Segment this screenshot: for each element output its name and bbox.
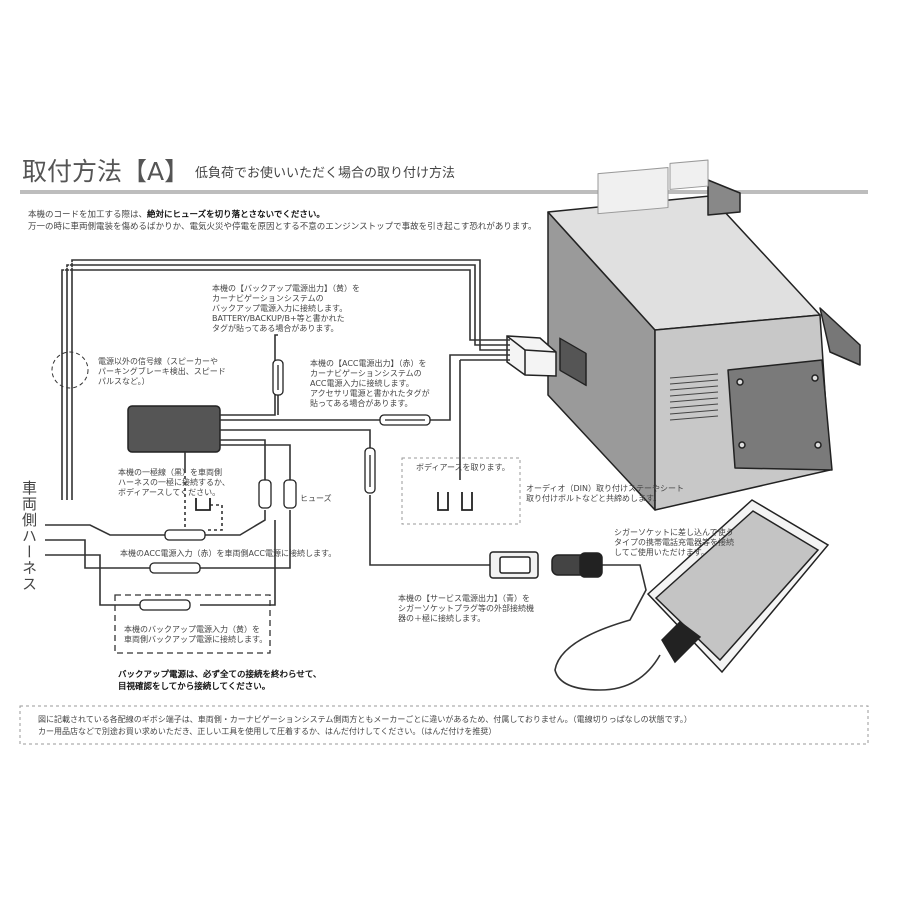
svg-text:してご使用いただけます。: してご使用いただけます。: [614, 547, 709, 557]
ground-note: 本機の一極線（黒）を車両側 ハーネスの一極に接続するか、 ボディアースしてくださ…: [118, 467, 230, 497]
signal-line-marker: [51, 351, 89, 389]
svg-text:車両側バックアップ電源に接続します。: 車両側バックアップ電源に接続します。: [124, 634, 267, 644]
svg-text:アクセサリ電源と書かれたタグが: アクセサリ電源と書かれたタグが: [310, 388, 430, 398]
fuse-label: ヒューズ: [300, 493, 332, 503]
warning-line2: 万一の時に車両側電装を傷めるばかりか、電気火災や停電を原因とする不意のエンジンス…: [28, 221, 537, 232]
svg-text:バックアップ電源入力に接続します。: バックアップ電源入力に接続します。: [212, 303, 347, 313]
cigar-socket-icon: [489, 551, 539, 579]
warning-line1: 本機のコードを加工する際は、絶対にヒューズを切り落とさないでください。: [28, 209, 325, 220]
svg-text:本機のバックアップ電源入力（黄）を: 本機のバックアップ電源入力（黄）を: [124, 624, 260, 634]
svg-text:目視確認をしてから接続してください。: 目視確認をしてから接続してください。: [118, 681, 270, 692]
signal-lines-note: 電源以外の信号線（スピーカーや パーキングブレーキ検出、スピード パルスなど。）: [98, 356, 226, 386]
audio-bolt-note: オーディオ（DIN）取り付けステーやシート 取り付けボルトなどと共締めします。: [526, 483, 684, 503]
backup-warning-note: バックアップ電源は、必ず全ての接続を終わらせて、 目視確認をしてから接続してくだ…: [118, 669, 321, 692]
svg-text:パーキングブレーキ検出、スピード: パーキングブレーキ検出、スピード: [98, 366, 226, 376]
power-module: [127, 405, 221, 453]
svg-text:オーディオ（DIN）取り付けステーやシート: オーディオ（DIN）取り付けステーやシート: [526, 483, 684, 493]
svg-text:器の＋極に接続します。: 器の＋極に接続します。: [398, 613, 485, 623]
service-out-note: 本機の【サービス電源出力】（青）を シガーソケットプラグ等の外部接続機 器の＋極…: [398, 593, 534, 623]
warning-prefix: 本機のコードを加工する際は、: [28, 209, 147, 220]
svg-text:貼ってある場合があります。: 貼ってある場合があります。: [310, 398, 413, 408]
car-navigation-unit-icon: [547, 159, 861, 511]
footer-line2: カー用品店などで別途お買い求めいただき、正しい工具を使用して圧着するか、はんだ付…: [38, 726, 496, 736]
fuse-icon: [258, 479, 297, 509]
smartphone-icon: [646, 499, 830, 674]
footer-line1: 図に記載されている各配線のギボシ端子は、車両側・カーナビゲーションシステム側両方…: [38, 714, 692, 724]
page-title: 取付方法【A】: [22, 157, 189, 186]
backup-in-note: 本機のバックアップ電源入力（黄）を 車両側バックアップ電源に接続します。: [124, 624, 267, 644]
fuse-icon: [379, 414, 431, 426]
body-ground-note: ボディアースを取ります。: [416, 462, 510, 472]
connector-icon: [506, 335, 557, 377]
footer-box: [19, 705, 869, 745]
svg-text:シガーソケットプラグ等の外部接続機: シガーソケットプラグ等の外部接続機: [398, 603, 534, 613]
cigar-plug-icon: [551, 552, 603, 578]
acc-in-note: 本機のACC電源入力（赤）を車両側ACC電源に接続します。: [120, 548, 336, 558]
acc-out-note: 本機の【ACC電源出力】（赤）を カーナビゲーションシステムの ACC電源入力に…: [310, 358, 430, 408]
svg-text:取り付けボルトなどと共締めします。: 取り付けボルトなどと共締めします。: [526, 493, 661, 503]
svg-text:本機の一極線（黒）を車両側: 本機の一極線（黒）を車両側: [118, 467, 222, 477]
svg-text:ボディアースしてください。: ボディアースしてください。: [118, 487, 220, 497]
backup-out-note: 本機の【バックアップ電源出力】（黄）を カーナビゲーションシステムの バックアッ…: [212, 283, 360, 333]
svg-text:カーナビゲーションシステムの: カーナビゲーションシステムの: [310, 368, 422, 378]
svg-text:パルスなど。）: パルスなど。）: [98, 377, 150, 386]
svg-text:ACC電源入力に接続します。: ACC電源入力に接続します。: [310, 378, 414, 388]
body-ground-box: [401, 457, 521, 525]
backup-input-box: [114, 594, 271, 654]
fuse-icon: [364, 447, 376, 494]
page-subtitle: 低負荷でお使いいただく場合の取り付け方法: [195, 165, 455, 181]
fuse-icon: [272, 359, 284, 396]
wires: [45, 259, 661, 691]
svg-text:シガーソケットに差し込んで使う: シガーソケットに差し込んで使う: [614, 527, 734, 537]
svg-text:本機の【ACC電源出力】（赤）を: 本機の【ACC電源出力】（赤）を: [310, 358, 427, 368]
header-rule: [20, 190, 868, 194]
ground-terminal-icon: [195, 492, 473, 511]
svg-text:本機の【サービス電源出力】（青）を: 本機の【サービス電源出力】（青）を: [398, 593, 530, 603]
harness-highlights: [64, 262, 478, 500]
svg-text:タイプの携帯電話充電器等を接続: タイプの携帯電話充電器等を接続: [614, 537, 734, 547]
svg-text:BATTERY/BACKUP/B+等と書かれた: BATTERY/BACKUP/B+等と書かれた: [212, 313, 345, 323]
warning-bold: 絶対にヒューズを切り落とさないでください。: [147, 209, 325, 220]
fuse-icon: [139, 529, 206, 611]
svg-text:本機の【バックアップ電源出力】（黄）を: 本機の【バックアップ電源出力】（黄）を: [212, 283, 360, 293]
harness-label: 車両側ハーネス: [20, 480, 38, 592]
svg-text:ハーネスの一極に接続するか、: ハーネスの一極に接続するか、: [118, 477, 230, 487]
svg-text:タグが貼ってある場合があります。: タグが貼ってある場合があります。: [212, 323, 339, 333]
svg-text:電源以外の信号線（スピーカーや: 電源以外の信号線（スピーカーや: [98, 356, 218, 366]
svg-text:カーナビゲーションシステムの: カーナビゲーションシステムの: [212, 293, 324, 303]
cigar-use-note: シガーソケットに差し込んで使う タイプの携帯電話充電器等を接続 してご使用いただ…: [614, 527, 734, 557]
svg-text:バックアップ電源は、必ず全ての接続を終わらせて、: バックアップ電源は、必ず全ての接続を終わらせて、: [118, 669, 321, 680]
